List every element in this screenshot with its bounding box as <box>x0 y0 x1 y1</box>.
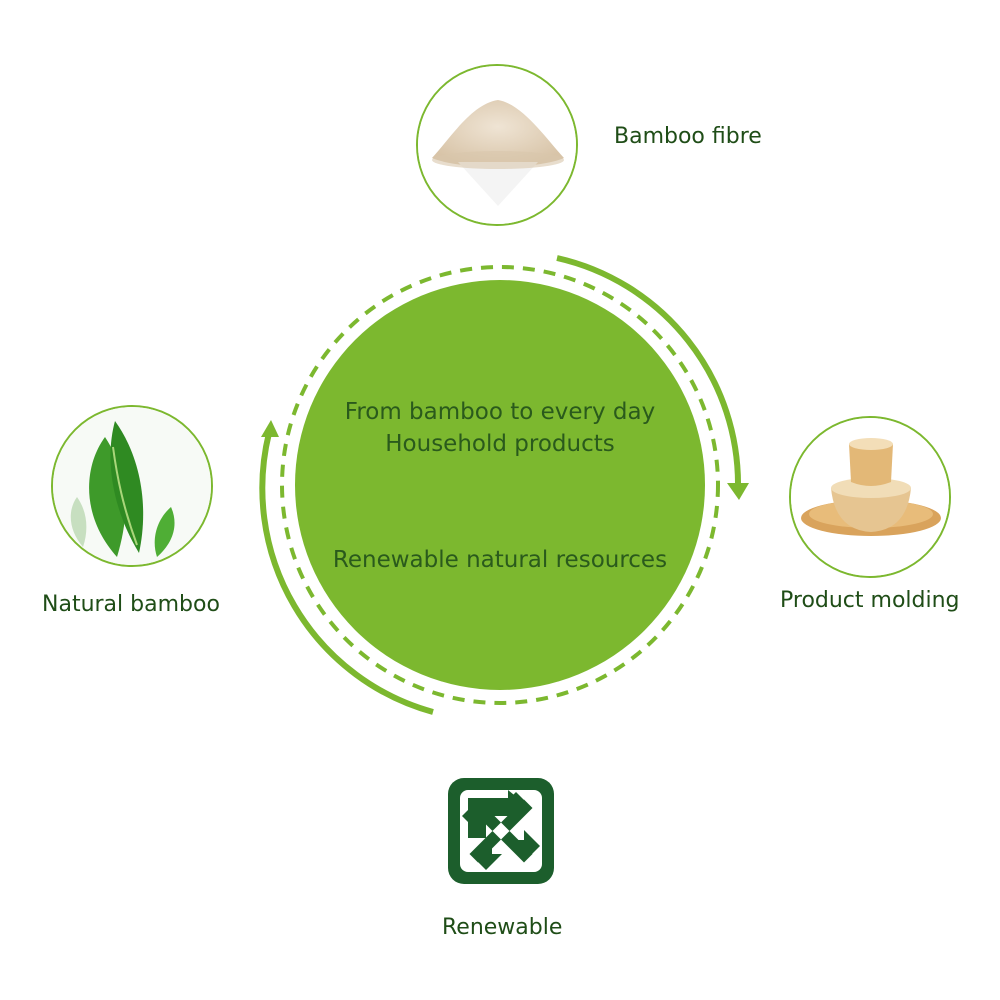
center-title-line-1: From bamboo to every day <box>344 399 656 425</box>
bamboo-tableware-icon <box>791 418 949 576</box>
bamboo-fibre-powder-icon <box>418 66 576 224</box>
recycle-icon <box>448 778 554 884</box>
bamboo-shoot-icon <box>53 407 211 565</box>
node-label-product-molding: Product molding <box>780 588 960 613</box>
center-title-line-2: Household products <box>385 431 615 457</box>
cycle-arrowhead-left <box>261 420 279 437</box>
cycle-arrow-left <box>259 432 434 715</box>
product-molding-badge <box>789 416 951 578</box>
node-label-natural-bamboo: Natural bamboo <box>42 592 220 617</box>
bamboo-fibre-badge <box>416 64 578 226</box>
center-circle <box>295 280 705 690</box>
node-label-bamboo-fibre: Bamboo fibre <box>614 124 762 149</box>
cycle-arrowhead-right <box>727 483 749 500</box>
dashed-ring <box>280 265 720 705</box>
natural-bamboo-badge <box>51 405 213 567</box>
node-label-renewable: Renewable <box>442 915 563 940</box>
center-subtitle: Renewable natural resources <box>332 547 668 573</box>
cycle-arrow-right <box>556 255 742 488</box>
